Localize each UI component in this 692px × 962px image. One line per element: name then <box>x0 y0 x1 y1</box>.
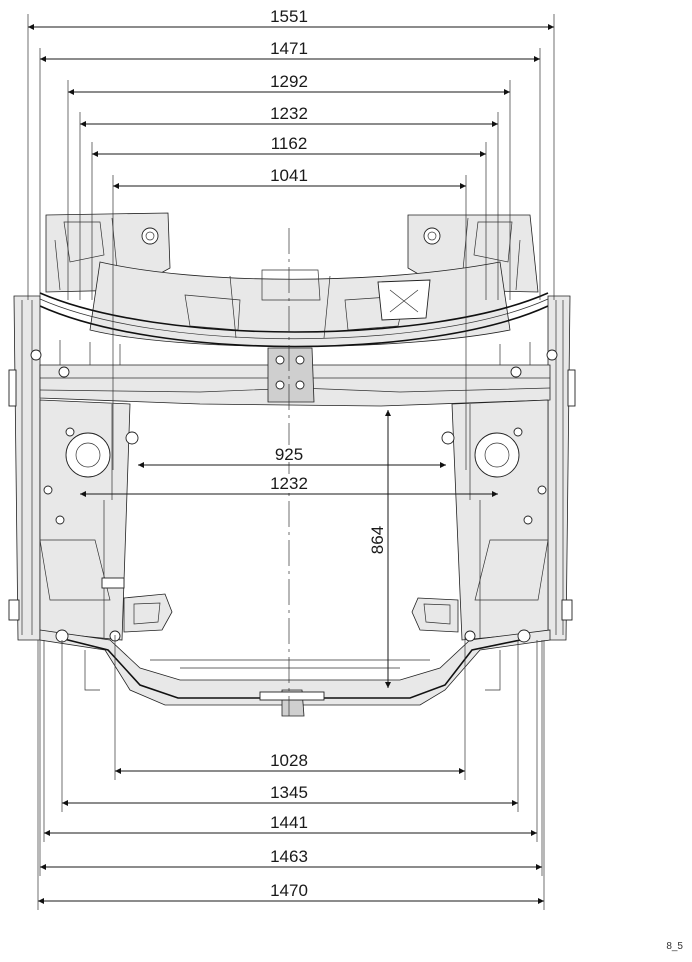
right-side-pillar <box>547 295 576 641</box>
dim-label-1292: 1292 <box>270 72 308 91</box>
frame-structure <box>8 212 576 717</box>
radiator-bracket-mark <box>377 279 431 321</box>
dim-label-1028: 1028 <box>270 751 308 770</box>
left-side-rail <box>39 399 139 641</box>
dim-label-1041: 1041 <box>270 166 308 185</box>
dim-label-1471: 1471 <box>270 39 308 58</box>
dimension-lines <box>28 24 554 904</box>
left-side-pillar <box>8 295 41 641</box>
dim-label-1232-top: 1232 <box>270 104 308 123</box>
dim-label-1162: 1162 <box>271 134 308 153</box>
dim-label-1345: 1345 <box>270 783 308 802</box>
dim-label-1441: 1441 <box>270 813 308 832</box>
left-engine-mount <box>123 593 173 633</box>
dim-label-1551: 1551 <box>270 7 308 26</box>
dim-label-925: 925 <box>275 445 303 464</box>
upper-curved-beam <box>39 292 549 333</box>
lower-subframe <box>39 629 551 706</box>
dim-label-864: 864 <box>368 526 387 554</box>
figure-reference: 8_5 <box>666 941 683 952</box>
right-side-rail <box>441 399 549 641</box>
extension-lines <box>27 14 555 910</box>
dim-label-1232-mid: 1232 <box>270 474 308 493</box>
dim-label-1470: 1470 <box>270 881 308 900</box>
center-bracket <box>267 347 315 403</box>
dim-label-1463: 1463 <box>270 847 308 866</box>
right-engine-mount <box>411 597 459 633</box>
dimension-labels: 1551 1471 1292 1232 1162 1041 925 1232 8… <box>264 6 387 900</box>
